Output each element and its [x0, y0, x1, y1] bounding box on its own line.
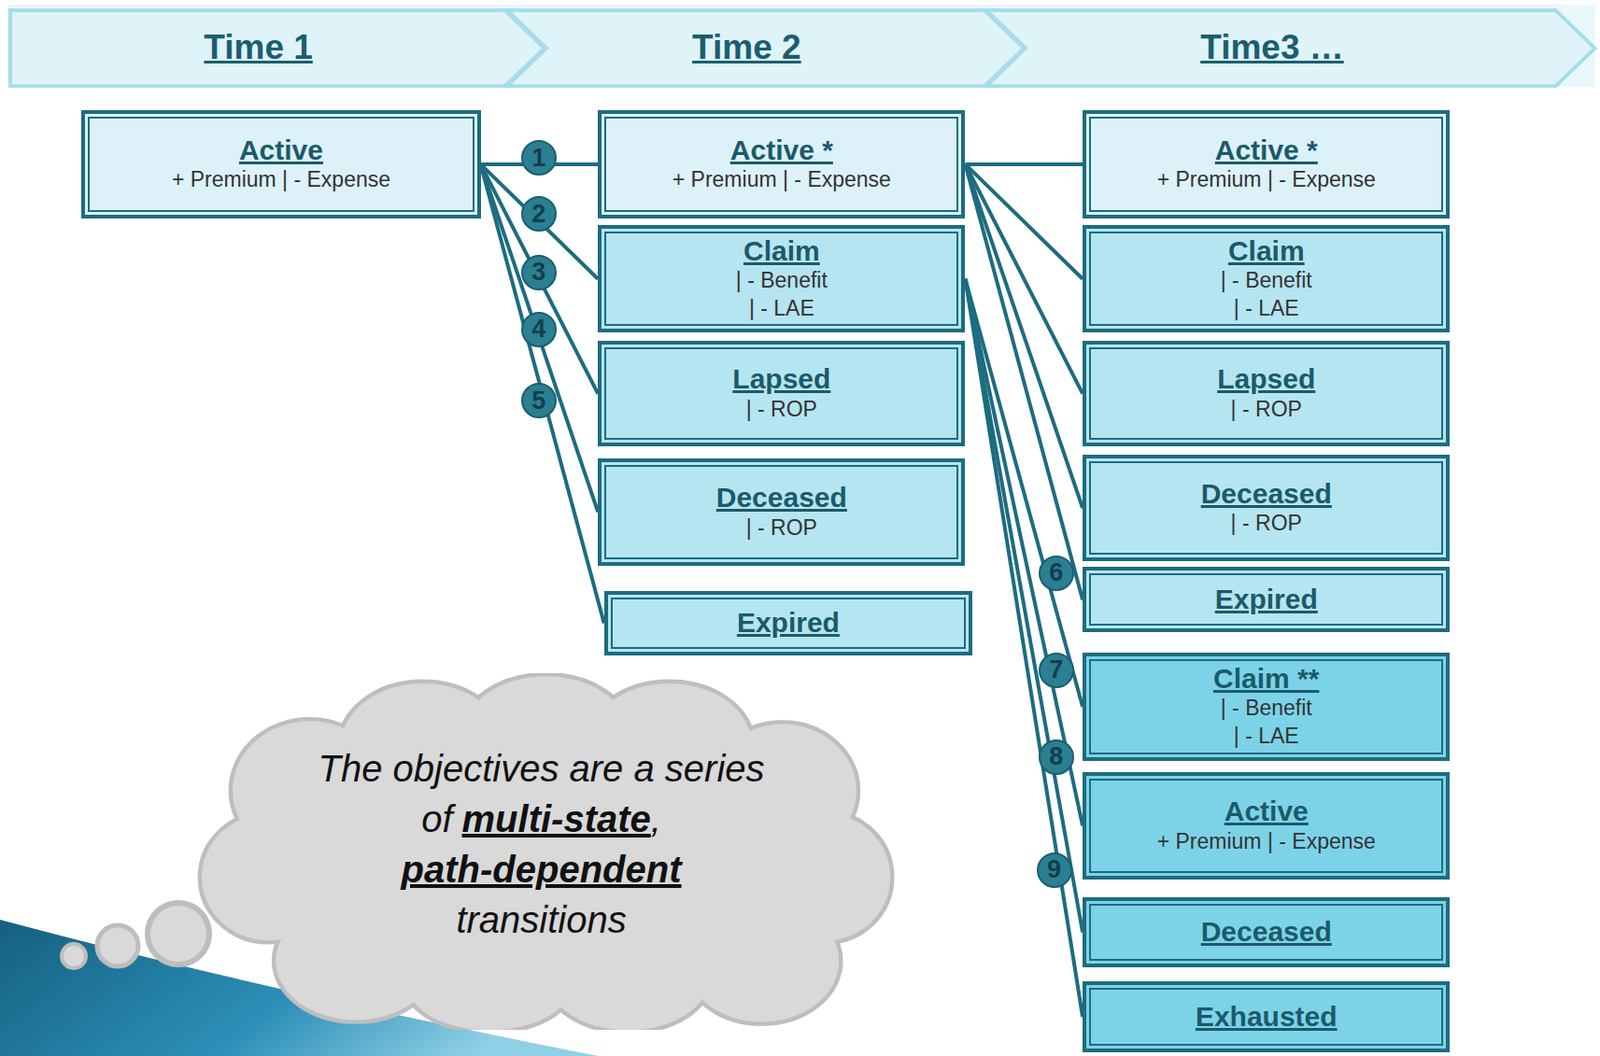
time-label: Time 1 — [203, 28, 313, 68]
callout-number: 3 — [521, 254, 557, 291]
transition-line — [964, 279, 1083, 1018]
callout-number: 2 — [521, 196, 557, 232]
cloud-phrase: multi-state — [462, 798, 652, 840]
time-chevron: Time 2 — [505, 8, 1026, 88]
transition-line — [964, 164, 1083, 280]
state-box: Exhausted — [1082, 981, 1450, 1053]
callout-number: 9 — [1036, 852, 1073, 889]
state-title: Expired — [736, 607, 840, 640]
state-box: Lapsed| - ROP — [597, 340, 965, 448]
state-title: Active * — [730, 134, 834, 168]
callout-number: 6 — [1038, 555, 1075, 592]
state-box: Claim **| - Benefit| - LAE — [1082, 652, 1450, 762]
transition-line — [964, 279, 1083, 934]
cloud-text: The objectives are a series ofmulti-stat… — [308, 743, 776, 946]
cloud-lobe — [548, 928, 709, 1031]
cash-flow-item: | - ROP — [1231, 396, 1303, 425]
cash-flow-item: | - LAE — [1233, 722, 1300, 751]
time-label: Time3 … — [1200, 28, 1345, 68]
callout-number: 4 — [521, 311, 557, 348]
cash-flow-item: | - Benefit — [1220, 267, 1313, 296]
cash-flow-item: + Premium | - Expense — [171, 166, 391, 195]
cloud-phrase: transitions — [308, 894, 776, 946]
cash-flow-item: | - ROP — [746, 396, 818, 425]
state-title: Active * — [1215, 134, 1318, 168]
transition-line — [481, 164, 599, 513]
state-title: Lapsed — [1217, 363, 1316, 397]
chevron-outline — [10, 10, 545, 86]
cash-flow-item: + Premium | - Expense — [1157, 828, 1376, 857]
callout-number: 5 — [521, 382, 557, 419]
state-box: Expired — [604, 591, 973, 657]
state-box: Deceased| - ROP — [597, 458, 965, 567]
time-chevron: Time 1 — [8, 8, 547, 88]
state-title: Deceased — [716, 481, 848, 515]
time-label: Time 2 — [692, 28, 802, 68]
header-ground — [7, 4, 1596, 87]
state-title: Expired — [1215, 583, 1318, 617]
state-title: Claim ** — [1213, 663, 1319, 696]
cash-flow-item: | - LAE — [749, 295, 815, 324]
cloud-lobe — [548, 928, 709, 1031]
state-box: Active+ Premium | - Expense — [81, 110, 481, 219]
state-title: Deceased — [1201, 478, 1332, 511]
callout-number: 7 — [1038, 652, 1075, 689]
state-title: Claim — [1228, 235, 1305, 269]
state-title: Claim — [743, 235, 821, 269]
state-box: Active *+ Premium | - Expense — [1082, 110, 1450, 219]
state-box: Claim| - Benefit| - LAE — [597, 225, 965, 333]
cash-flow-item: | - LAE — [1233, 295, 1300, 324]
chevron-outline — [507, 10, 1024, 86]
thought-dot — [61, 944, 86, 969]
cash-flow-item: + Premium | - Expense — [1157, 166, 1376, 195]
cash-flow-item: + Premium | - Expense — [672, 166, 892, 195]
cash-flow-item: | - Benefit — [1220, 694, 1313, 723]
state-box: Claim| - Benefit| - LAE — [1082, 225, 1450, 333]
cloud-phrase: path-dependent — [308, 844, 776, 895]
state-title: Active — [239, 134, 324, 168]
cash-flow-item: | - Benefit — [736, 267, 828, 296]
transition-line — [964, 279, 1083, 827]
chevron-outline — [986, 10, 1595, 86]
state-title: Active — [1224, 795, 1309, 829]
state-box: Active *+ Premium | - Expense — [597, 110, 965, 219]
thought-dot — [97, 925, 139, 967]
cloud-lobe — [201, 814, 336, 941]
state-box: Deceased — [1082, 897, 1450, 967]
cloud-phrase: , — [651, 798, 662, 840]
state-box: Lapsed| - ROP — [1082, 340, 1450, 448]
cloud-lobe — [201, 814, 336, 941]
time-chevron: Time3 … — [984, 8, 1597, 88]
state-box: Expired — [1082, 566, 1450, 633]
cloud-lobe — [685, 900, 840, 1023]
cash-flow-item: | - ROP — [1231, 509, 1303, 539]
thought-dot — [147, 903, 210, 965]
callout-number: 8 — [1038, 739, 1075, 776]
cash-flow-item: | - ROP — [746, 514, 818, 543]
cloud-lobe — [685, 900, 840, 1023]
transition-line — [481, 164, 599, 395]
state-title: Exhausted — [1195, 1001, 1338, 1034]
callout-number: 1 — [521, 140, 557, 176]
state-title: Deceased — [1201, 916, 1332, 949]
state-title: Lapsed — [732, 363, 831, 397]
transition-line — [964, 162, 1083, 167]
state-box: Active+ Premium | - Expense — [1082, 772, 1450, 880]
thought-cloud: The objectives are a series ofmulti-stat… — [181, 673, 901, 1031]
state-box: Deceased| - ROP — [1082, 454, 1450, 562]
transition-line — [481, 164, 605, 624]
